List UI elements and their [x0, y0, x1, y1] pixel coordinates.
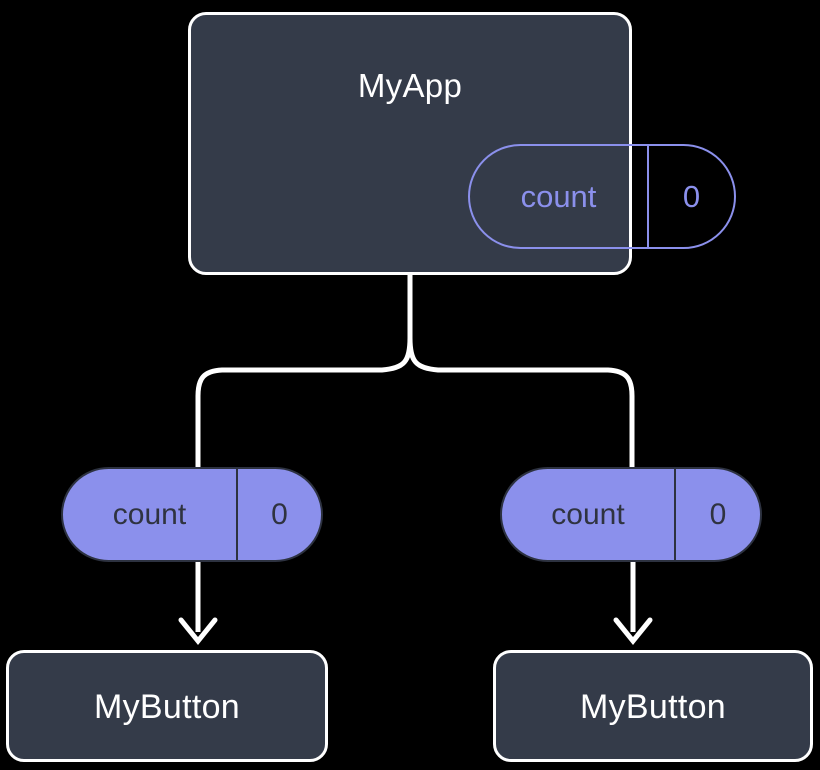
- component-node-mybutton-left[interactable]: MyButton: [6, 650, 328, 762]
- fork-connector: [195, 272, 413, 470]
- state-pill-key: count: [470, 146, 649, 247]
- prop-pill-key: count: [63, 469, 238, 560]
- prop-pill-value: 0: [271, 497, 288, 531]
- arrow-head-left: [178, 617, 218, 645]
- component-node-mybutton-right[interactable]: MyButton: [493, 650, 813, 762]
- fork-connector-right: [407, 335, 635, 470]
- prop-pill-left-count[interactable]: count 0: [61, 467, 323, 562]
- prop-pill-key: count: [502, 469, 676, 560]
- component-node-myapp[interactable]: MyApp count 0: [188, 12, 736, 275]
- prop-pill-value: 0: [709, 497, 727, 531]
- arrow-head-right: [613, 617, 653, 645]
- component-label-myapp: MyApp: [357, 67, 463, 104]
- state-pill-value: 0: [682, 178, 701, 214]
- state-pill-myapp-count[interactable]: count 0: [468, 144, 736, 249]
- component-label-mybutton: MyButton: [93, 688, 241, 726]
- component-label-mybutton: MyButton: [579, 688, 727, 726]
- prop-pill-right-count[interactable]: count 0: [500, 467, 762, 562]
